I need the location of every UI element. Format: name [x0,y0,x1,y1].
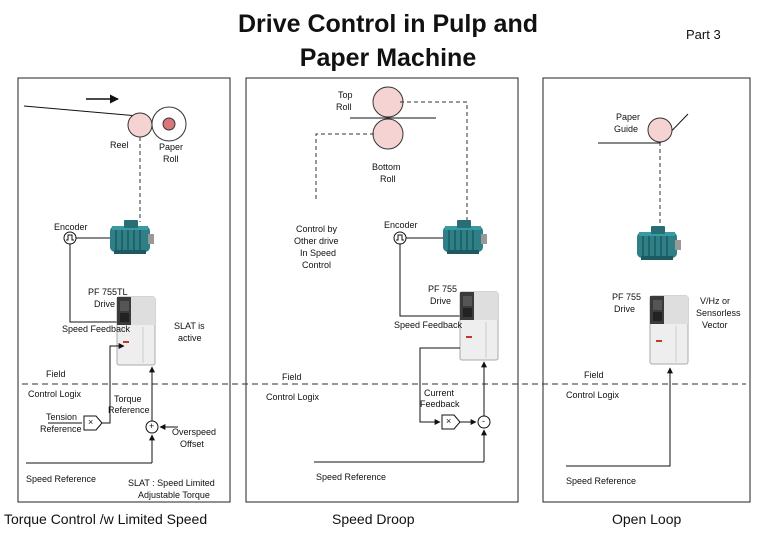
control-logix-label: Control Logix [266,392,320,402]
encoder-label: Encoder [384,220,418,230]
paper-web-line [23,105,139,117]
other-drive-label-3: In Speed [300,248,337,258]
multiplier-symbol: × [88,417,94,427]
other-drive-label-2: Other drive [294,236,339,246]
paper-guide-label-1: Paper [616,112,641,122]
drive-model-label: PF 755TL [88,287,128,297]
torque-reference-label-2: Reference [108,405,150,415]
slat-active-label-1: SLAT is [174,321,205,331]
paper-roll-label-2: Roll [163,154,179,164]
multiplier-symbol: × [446,416,452,426]
diagram-title-line2: Paper Machine [299,44,477,72]
panel-speed-droop [245,77,519,503]
motor-icon [636,225,682,261]
top-roll-label-1: Top [338,90,353,100]
top-roll-label-2: Roll [336,102,352,112]
tension-reference-label-2: Reference [40,424,82,434]
speed-reference-label: Speed Reference [26,474,97,484]
other-drive-label-4: Control [302,260,332,270]
overspeed-offset-label-1: Overspeed [172,427,217,437]
droop-multiplier-block [441,414,461,430]
reel-roll [127,112,153,138]
tension-reference-label-1: Tension [46,412,78,422]
summing-junction [145,420,159,434]
vhz-label-3: Vector [702,320,728,330]
speed-feedback-line [399,244,460,317]
torque-reference-label-1: Torque [114,394,142,404]
multiplier-block [83,415,103,431]
paper-guide-label-2: Guide [614,124,639,134]
field-label: Field [46,369,66,379]
overspeed-offset-label-2: Offset [180,439,204,449]
other-drive-label-1: Control by [296,224,338,234]
drive-model-label: PF 755 [428,284,458,294]
motor-icon [442,219,488,255]
drive-icon [459,291,499,361]
slat-note-2: Adjustable Torque [138,490,210,500]
caption-torque-control: Torque Control /w Limited Speed [4,511,208,527]
field-label: Field [282,372,302,382]
bottom-roll-label-2: Roll [380,174,396,184]
encoder-label: Encoder [54,222,88,232]
panel-open-loop [542,77,751,503]
field-label: Field [584,370,604,380]
speed-reference-line [566,367,673,467]
vhz-label-2: Sensorless [696,308,741,318]
top-roll [372,86,404,118]
speed-feedback-line [69,244,124,323]
bottom-roll [372,118,404,150]
paper-roll-core [162,117,176,131]
caption-open-loop: Open Loop [612,511,682,527]
speed-feedback-label: Speed Feedback [62,324,131,334]
bottom-roll-shaft-link [315,133,374,200]
drive-label: Drive [614,304,636,314]
diagram-title-line1: Drive Control in Pulp and [237,10,538,38]
drive-label: Drive [430,296,452,306]
reel-label: Reel [110,140,129,150]
vhz-label-1: V/Hz or [700,296,731,306]
current-feedback-label-1: Current [424,388,455,398]
torque-ref-line [102,343,125,424]
caption-speed-droop: Speed Droop [332,511,415,527]
encoder-icon [63,231,77,245]
paper-guide-roll [647,117,673,143]
encoder-icon [393,231,407,245]
speed-reference-label: Speed Reference [566,476,637,486]
drive-icon [649,295,689,365]
speed-reference-label: Speed Reference [316,472,387,482]
current-feedback-label-2: Feedback [420,399,460,409]
control-logix-label: Control Logix [566,390,620,400]
speed-feedback-label: Speed Feedback [394,320,463,330]
motor-icon [109,219,155,255]
droop-summing-junction [477,415,491,429]
panel-torque-control [17,77,231,503]
plus-symbol: + [149,421,155,431]
top-roll-shaft-link [400,101,468,222]
slat-note-1: SLAT : Speed Limited [128,478,215,488]
paper-roll-label-1: Paper [159,142,184,152]
bottom-roll-label-1: Bottom [372,162,401,172]
minus-symbol: - [482,416,485,426]
drive-model-label: PF 755 [612,292,642,302]
current-feedback-line [419,347,460,425]
drive-label: Drive [94,299,116,309]
slat-active-label-2: active [178,333,202,343]
part-label: Part 3 [686,27,721,42]
control-logix-label: Control Logix [28,389,82,399]
